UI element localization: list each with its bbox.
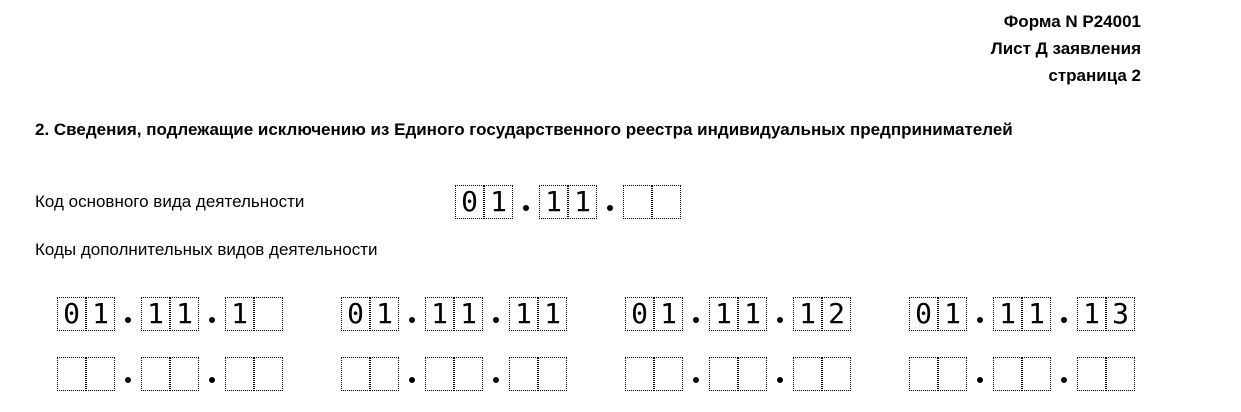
separator-dot bbox=[409, 317, 415, 323]
separator-dot bbox=[523, 205, 529, 211]
code-cell[interactable]: 1 bbox=[454, 297, 483, 331]
separator-dot bbox=[209, 377, 215, 383]
separator-dot bbox=[493, 377, 499, 383]
code-cell[interactable]: 1 bbox=[141, 297, 170, 331]
code-cell[interactable] bbox=[254, 297, 283, 331]
separator-dot bbox=[693, 317, 699, 323]
code-cell[interactable] bbox=[822, 357, 851, 391]
code-cell[interactable] bbox=[170, 357, 199, 391]
separator-dot bbox=[977, 317, 983, 323]
code-cell[interactable]: 0 bbox=[455, 185, 484, 219]
code-cell[interactable]: 0 bbox=[625, 297, 654, 331]
code-cell[interactable] bbox=[57, 357, 86, 391]
code-cell[interactable] bbox=[652, 185, 681, 219]
additional-activity-code[interactable] bbox=[909, 357, 1139, 391]
code-cell[interactable]: 1 bbox=[709, 297, 738, 331]
separator-dot bbox=[777, 377, 783, 383]
code-cell[interactable]: 1 bbox=[938, 297, 967, 331]
code-cell[interactable]: 1 bbox=[86, 297, 115, 331]
code-cell[interactable] bbox=[1077, 357, 1106, 391]
code-cell[interactable] bbox=[1022, 357, 1051, 391]
code-cell[interactable] bbox=[909, 357, 938, 391]
code-cell[interactable]: 1 bbox=[654, 297, 683, 331]
separator-dot bbox=[977, 377, 983, 383]
additional-activity-code[interactable] bbox=[625, 357, 855, 391]
code-cell[interactable]: 1 bbox=[538, 297, 567, 331]
code-cell[interactable] bbox=[370, 357, 399, 391]
separator-dot bbox=[607, 205, 613, 211]
form-number: Форма N Р24001 bbox=[1003, 12, 1141, 31]
code-cell[interactable]: 1 bbox=[509, 297, 538, 331]
code-cell[interactable] bbox=[993, 357, 1022, 391]
code-cell[interactable]: 1 bbox=[425, 297, 454, 331]
code-cell[interactable]: 0 bbox=[341, 297, 370, 331]
code-cell[interactable]: 1 bbox=[1077, 297, 1106, 331]
code-cell[interactable] bbox=[454, 357, 483, 391]
additional-activity-code[interactable] bbox=[341, 357, 571, 391]
code-cell[interactable]: 1 bbox=[170, 297, 199, 331]
code-cell[interactable]: 1 bbox=[793, 297, 822, 331]
separator-dot bbox=[409, 377, 415, 383]
code-cell[interactable]: 1 bbox=[568, 185, 597, 219]
separator-dot bbox=[209, 317, 215, 323]
separator-dot bbox=[125, 377, 131, 383]
code-cell[interactable]: 2 bbox=[822, 297, 851, 331]
form-header: Форма N Р24001 Лист Д заявления страница… bbox=[991, 8, 1141, 89]
code-cell[interactable]: 1 bbox=[484, 185, 513, 219]
section-title: 2. Сведения, подлежащие исключению из Ед… bbox=[35, 120, 1013, 139]
separator-dot bbox=[777, 317, 783, 323]
code-cell[interactable]: 1 bbox=[539, 185, 568, 219]
code-cell[interactable]: 1 bbox=[1022, 297, 1051, 331]
code-cell[interactable] bbox=[793, 357, 822, 391]
page-number: страница 2 bbox=[1048, 66, 1141, 85]
code-cell[interactable] bbox=[738, 357, 767, 391]
code-cell[interactable] bbox=[654, 357, 683, 391]
code-cell[interactable] bbox=[86, 357, 115, 391]
separator-dot bbox=[125, 317, 131, 323]
code-cell[interactable] bbox=[225, 357, 254, 391]
separator-dot bbox=[693, 377, 699, 383]
additional-activities-label: Коды дополнительных видов деятельности bbox=[35, 240, 378, 259]
code-cell[interactable] bbox=[709, 357, 738, 391]
code-cell[interactable] bbox=[625, 357, 654, 391]
code-cell[interactable] bbox=[538, 357, 567, 391]
code-cell[interactable] bbox=[938, 357, 967, 391]
code-cell[interactable]: 1 bbox=[370, 297, 399, 331]
code-cell[interactable]: 1 bbox=[225, 297, 254, 331]
code-cell[interactable] bbox=[141, 357, 170, 391]
code-cell[interactable] bbox=[254, 357, 283, 391]
separator-dot bbox=[1061, 317, 1067, 323]
sheet-name: Лист Д заявления bbox=[990, 39, 1141, 58]
additional-activity-code[interactable] bbox=[57, 357, 287, 391]
code-cell[interactable]: 3 bbox=[1106, 297, 1135, 331]
separator-dot bbox=[493, 317, 499, 323]
code-cell[interactable]: 1 bbox=[993, 297, 1022, 331]
code-cell[interactable]: 1 bbox=[738, 297, 767, 331]
separator-dot bbox=[1061, 377, 1067, 383]
code-cell[interactable] bbox=[425, 357, 454, 391]
code-cell[interactable] bbox=[509, 357, 538, 391]
code-cell[interactable] bbox=[623, 185, 652, 219]
main-activity-label: Код основного вида деятельности bbox=[35, 192, 305, 211]
code-cell[interactable]: 0 bbox=[57, 297, 86, 331]
code-cell[interactable] bbox=[341, 357, 370, 391]
code-cell[interactable]: 0 bbox=[909, 297, 938, 331]
code-cell[interactable] bbox=[1106, 357, 1135, 391]
